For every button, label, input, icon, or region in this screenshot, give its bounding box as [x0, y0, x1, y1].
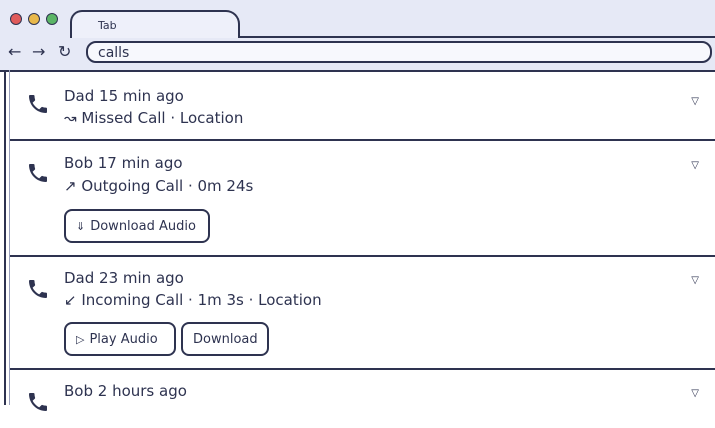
- maximize-window-button[interactable]: [46, 13, 58, 25]
- play-audio-button[interactable]: ▷ Play Audio: [64, 322, 176, 356]
- call-details: ↙ Incoming Call · 1m 3s · Location: [64, 291, 322, 309]
- phone-icon: [29, 393, 47, 411]
- call-details: ↗ Outgoing Call · 0m 24s: [64, 177, 254, 195]
- address-input[interactable]: [96, 43, 700, 63]
- phone-icon: [29, 95, 47, 113]
- close-window-button[interactable]: [10, 13, 22, 25]
- call-title: Dad 15 min ago: [64, 87, 184, 105]
- outgoing-call-icon: ↗: [64, 177, 82, 195]
- call-title: Bob 2 hours ago: [64, 382, 187, 400]
- tab-label: Tab: [98, 19, 117, 32]
- call-title: Bob 17 min ago: [64, 154, 183, 172]
- download-button[interactable]: Download: [181, 322, 269, 356]
- call-list-item[interactable]: Dad 15 min ago ↝ Missed Call · Location …: [10, 70, 715, 141]
- phone-icon: [29, 280, 47, 298]
- expand-caret-icon[interactable]: ▽: [691, 275, 699, 286]
- call-title: Dad 23 min ago: [64, 269, 184, 287]
- browser-tab[interactable]: Tab: [70, 10, 240, 38]
- forward-arrow-icon[interactable]: →: [32, 42, 46, 61]
- browser-chrome: Tab ← → ↻: [0, 0, 715, 72]
- download-icon: ⇓: [76, 219, 86, 233]
- tab-strip-divider: [238, 36, 715, 38]
- address-bar[interactable]: [86, 41, 712, 63]
- minimize-window-button[interactable]: [28, 13, 40, 25]
- call-list-item[interactable]: Dad 23 min ago ↙ Incoming Call · 1m 3s ·…: [10, 255, 715, 370]
- download-audio-button[interactable]: ⇓ Download Audio: [64, 209, 210, 243]
- play-icon: ▷: [76, 332, 85, 346]
- content-border: [4, 70, 6, 405]
- call-details: ↝ Missed Call · Location: [64, 109, 244, 127]
- content-border-inner: [9, 70, 10, 405]
- phone-icon: [29, 164, 47, 182]
- incoming-call-icon: ↙: [64, 291, 82, 309]
- call-list-item[interactable]: Bob 2 hours ago ▽: [10, 368, 715, 428]
- expand-caret-icon[interactable]: ▽: [691, 96, 699, 107]
- reload-icon[interactable]: ↻: [58, 42, 72, 61]
- back-arrow-icon[interactable]: ←: [8, 42, 22, 61]
- expand-caret-icon[interactable]: ▽: [691, 388, 699, 399]
- call-list-item[interactable]: Bob 17 min ago ↗ Outgoing Call · 0m 24s …: [10, 139, 715, 257]
- missed-call-icon: ↝: [64, 109, 82, 127]
- expand-caret-icon[interactable]: ▽: [691, 160, 699, 171]
